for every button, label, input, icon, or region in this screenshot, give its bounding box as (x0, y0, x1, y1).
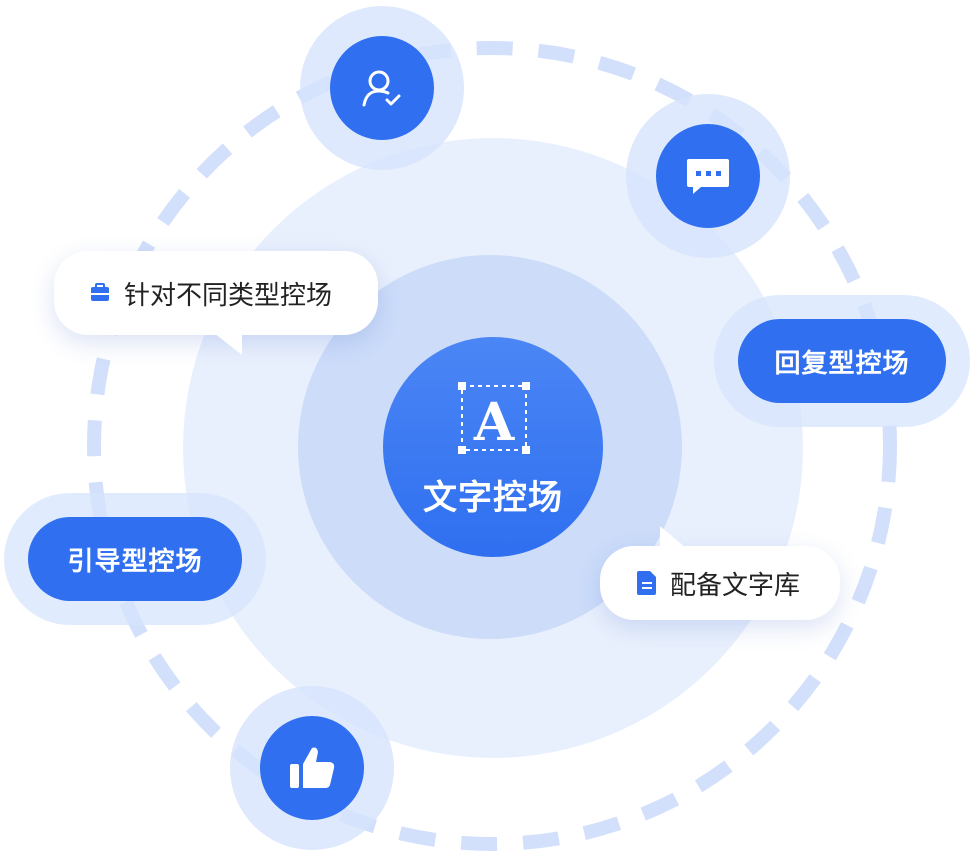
thumbs-up-icon (290, 747, 335, 788)
types-label: 针对不同类型控场 (124, 279, 333, 310)
types-bubble: 针对不同类型控场 (54, 251, 378, 355)
glyph-frame (461, 385, 527, 451)
chat-node (656, 124, 760, 228)
user-node (330, 36, 434, 140)
bubble-tail (214, 333, 242, 355)
reply-type-label: 回复型控场 (774, 347, 910, 378)
user-check-icon (362, 70, 401, 107)
chat-icon (687, 159, 729, 194)
center-title: 文字控场 (423, 479, 563, 517)
dashed-orbit (87, 41, 897, 851)
bubble-tail (660, 526, 686, 548)
like-node (260, 716, 364, 820)
library-label: 配备文字库 (670, 569, 801, 600)
reply-type-pill: 回复型控场 (738, 319, 946, 403)
document-icon (637, 571, 656, 595)
library-bubble: 配备文字库 (600, 526, 840, 620)
glyph-letter: A (473, 392, 515, 453)
toolbox-icon (91, 283, 109, 301)
center-core (383, 337, 603, 557)
guide-type-label: 引导型控场 (67, 545, 203, 576)
guide-type-pill: 引导型控场 (28, 517, 242, 601)
